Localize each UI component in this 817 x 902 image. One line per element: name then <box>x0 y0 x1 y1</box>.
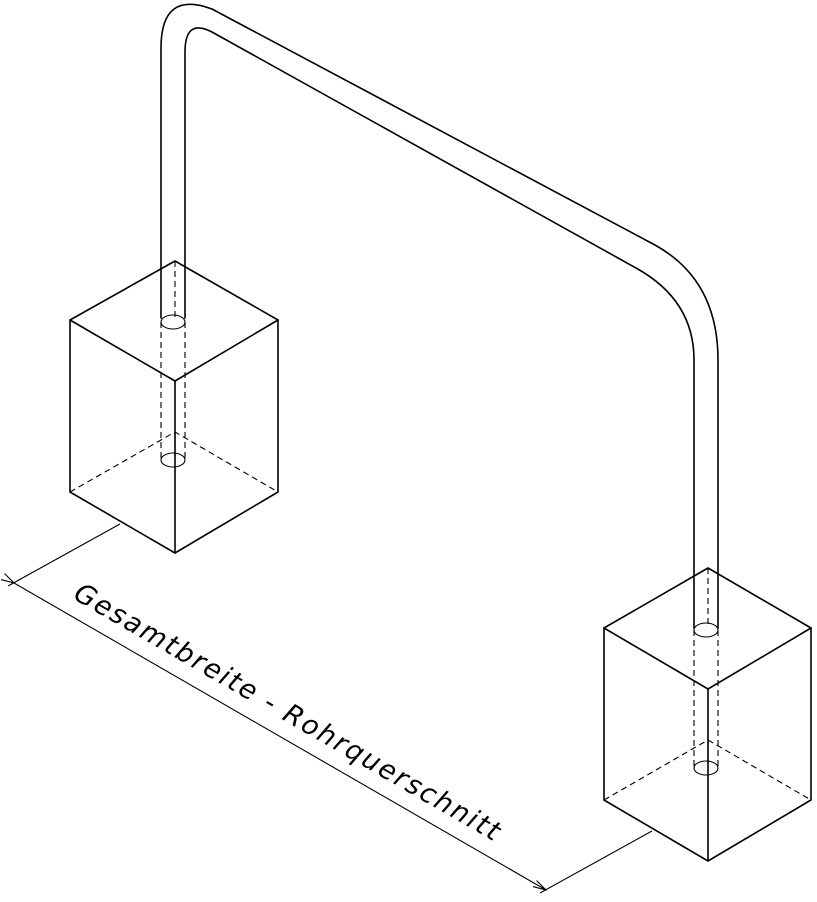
dimension: Gesamtbreite - Rohrquerschnitt <box>7 523 653 894</box>
left-block <box>69 260 279 554</box>
right-pipe-bottom-opening <box>693 760 719 776</box>
dimension-line <box>14 583 546 890</box>
right-pipe-top-opening <box>693 622 719 638</box>
left-block-outline <box>69 260 279 554</box>
right-block <box>603 567 812 862</box>
left-pipe-hidden-walls <box>160 322 186 460</box>
right-pipe-hidden-walls <box>693 630 719 768</box>
left-pipe-bottom-opening <box>160 452 186 468</box>
left-block-hidden-bottom-edges <box>69 431 279 493</box>
pipe-inner-contour <box>184 27 695 629</box>
pipe-outer-contour <box>160 3 719 629</box>
dimension-label: Gesamtbreite - Rohrquerschnitt <box>69 577 508 848</box>
right-extension-line <box>539 830 653 894</box>
pipe <box>160 3 719 629</box>
left-extension-line <box>7 523 121 587</box>
left-pipe-top-opening <box>160 314 186 330</box>
